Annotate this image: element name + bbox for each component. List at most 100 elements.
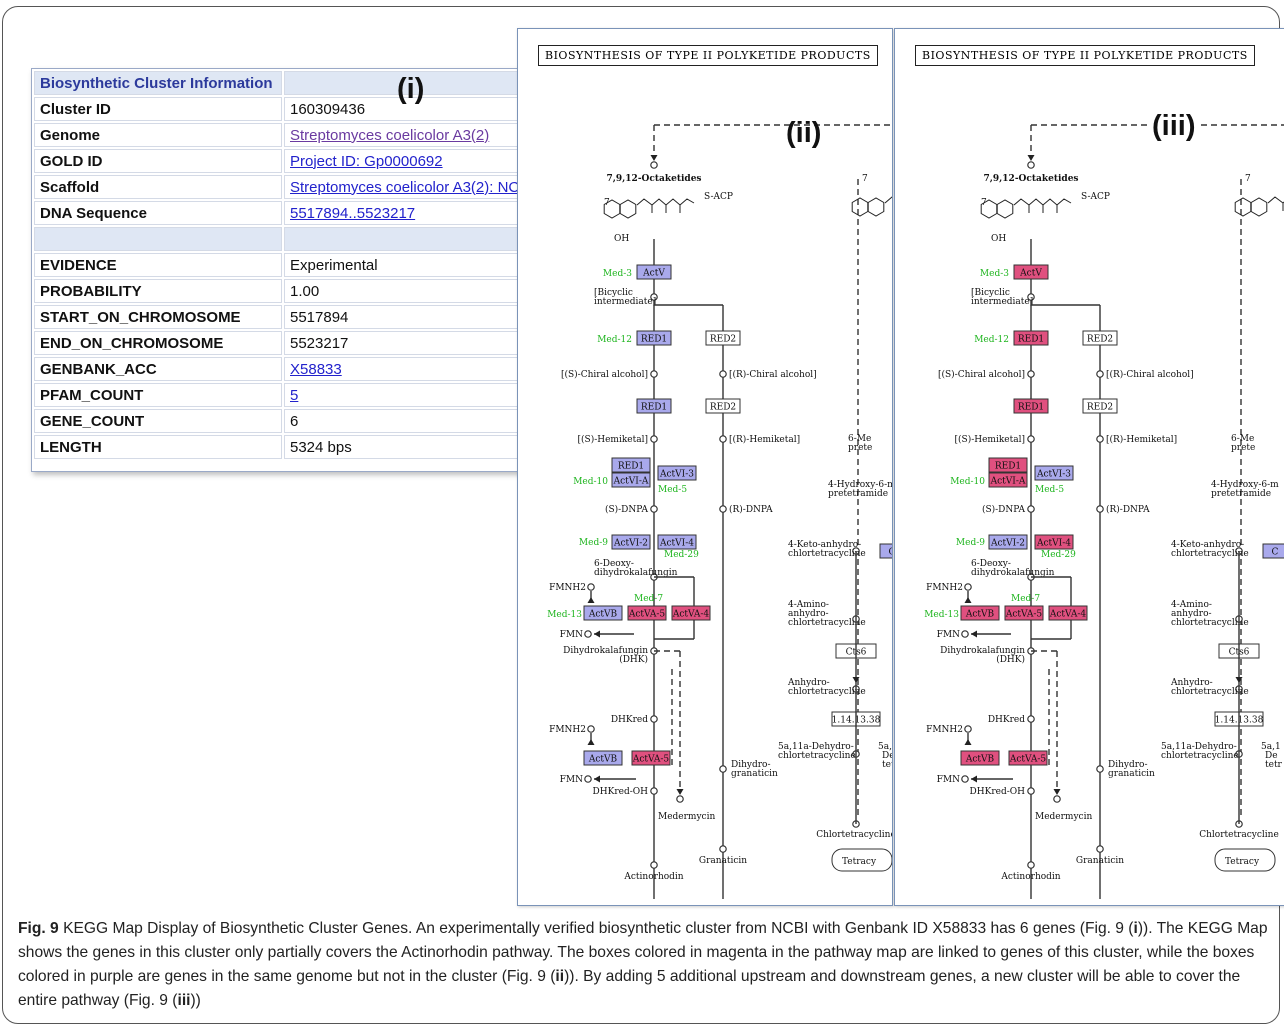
compound-label: Granaticin xyxy=(699,856,747,866)
compound-label: [(R)-Hemiketal] xyxy=(729,434,800,445)
compound-label: (S)-DNPA xyxy=(982,504,1026,515)
compound-node xyxy=(1096,370,1104,378)
compound-node xyxy=(719,435,727,443)
compound-label: Medermycin xyxy=(658,812,715,822)
gene-box xyxy=(627,605,667,621)
compound-label: dihydrokalafungin xyxy=(594,568,678,578)
compound-label: 4-Amino- xyxy=(1171,600,1212,610)
compound-label: 4-Keto-anhydro- xyxy=(788,540,861,550)
octaketide-structure xyxy=(980,198,1072,219)
compound-label: intermediate] xyxy=(594,297,656,307)
compound-label: chlortetracycline xyxy=(1161,751,1239,761)
gene-box xyxy=(1004,605,1044,621)
compound-label: [(R)-Chiral alcohol] xyxy=(729,369,817,380)
compound-label: De xyxy=(882,751,892,761)
gene-box xyxy=(1262,543,1284,559)
gene-label: ActVI-3 xyxy=(659,470,694,480)
gene-box xyxy=(631,750,671,766)
row-key: DNA Sequence xyxy=(34,201,282,225)
arrow-head xyxy=(964,739,972,745)
arrow-head xyxy=(971,775,977,783)
compound-node xyxy=(650,435,658,443)
compound-label: FMNH2 xyxy=(926,725,963,735)
compound-label: DHKred xyxy=(988,715,1025,725)
row-key: PFAM_COUNT xyxy=(34,383,282,407)
compound-label: [(R)-Chiral alcohol] xyxy=(1106,369,1194,380)
compound-label: DHKred-OH xyxy=(593,787,649,797)
gene-label: ActV xyxy=(1019,269,1042,279)
row-key: GOLD ID xyxy=(34,149,282,173)
ring xyxy=(996,199,1014,219)
gene-label: ActVA-4 xyxy=(672,610,710,620)
row-value-link[interactable]: Streptomyces coelicolor A3(2): NC xyxy=(290,178,520,196)
compound-label: DHKred xyxy=(611,715,648,725)
arrow-head xyxy=(587,739,595,745)
ring xyxy=(619,199,637,219)
compound-node xyxy=(1027,293,1035,301)
compound-node xyxy=(584,775,592,783)
row-value-link[interactable]: 5 xyxy=(290,386,299,404)
compound-node xyxy=(719,370,727,378)
panel-label-iii: (iii) xyxy=(1150,110,1198,143)
gene-box xyxy=(611,472,651,488)
compound-label: Actinorhodin xyxy=(623,872,683,882)
compound-node xyxy=(584,630,592,638)
octaketide-structure xyxy=(1234,196,1284,217)
compound-label: anhydro- xyxy=(788,609,829,619)
gene-box xyxy=(583,605,623,621)
arrow-head xyxy=(964,597,972,603)
compound-label: chlortetracycline xyxy=(1171,618,1249,628)
compound-label: S-ACP xyxy=(704,192,733,202)
compound-node xyxy=(676,795,684,803)
compound-node xyxy=(1027,715,1035,723)
compound-label: Granaticin xyxy=(1076,856,1124,866)
gene-label: ActVI-2 xyxy=(613,539,648,549)
panel-label-i: (i) xyxy=(397,73,425,105)
table-header: Biosynthetic Cluster Information xyxy=(34,71,282,95)
compound-label: 5a,11a-Dehydro- xyxy=(778,742,854,752)
row-value-link[interactable]: X58833 xyxy=(290,360,342,378)
gene-label: ActVA-5 xyxy=(1005,610,1043,620)
compound-label: 6-Me xyxy=(848,434,871,444)
compound-box xyxy=(831,848,892,872)
compound-label: Med-7 xyxy=(1011,594,1040,604)
arrow-head xyxy=(1027,155,1035,161)
gene-box xyxy=(583,750,623,766)
row-value-link[interactable]: 5517894..5523217 xyxy=(290,204,416,222)
table-row: GOLD ID Project ID: Gp0000692 xyxy=(34,149,630,173)
compound-node xyxy=(964,583,972,591)
compound-node xyxy=(719,765,727,773)
compound-node xyxy=(650,505,658,513)
compound-label: Dihydro- xyxy=(1108,760,1148,770)
compound-label: Dihydrokalafungin xyxy=(940,646,1025,656)
gene-box xyxy=(1082,330,1118,346)
compound-label: [Bicyclic xyxy=(971,288,1010,298)
compound-label: (R)-DNPA xyxy=(729,504,773,515)
chain xyxy=(884,196,892,204)
arrow-head xyxy=(594,775,600,783)
compound-node xyxy=(1027,370,1035,378)
caption-title: KEGG Map Display of Biosynthetic Cluster… xyxy=(63,920,413,937)
compound-label: FMNH2 xyxy=(549,583,586,593)
compound-label: Medermycin xyxy=(1035,812,1092,822)
compound-label: Actinorhodin xyxy=(1000,872,1060,882)
gene-box xyxy=(988,457,1028,473)
compound-label: 6-Deoxy- xyxy=(594,559,634,569)
compound-label: pretetramide xyxy=(828,489,888,499)
compound-label: tetr xyxy=(882,760,892,770)
gene-label: RED1 xyxy=(995,462,1021,472)
caption-text: )) xyxy=(190,992,201,1009)
compound-node xyxy=(650,161,658,169)
compound-node xyxy=(650,861,658,869)
compound-node xyxy=(1053,795,1061,803)
row-value-link[interactable]: Project ID: Gp0000692 xyxy=(290,152,443,170)
compound-node xyxy=(1027,435,1035,443)
caption-text: An experimentally verified biosynthetic … xyxy=(412,920,1134,937)
compound-label: granaticin xyxy=(731,769,778,779)
compound-node xyxy=(650,293,658,301)
row-value-link[interactable]: Streptomyces coelicolor A3(2) xyxy=(290,126,490,144)
compound-node xyxy=(650,787,658,795)
arrow-head xyxy=(587,597,595,603)
